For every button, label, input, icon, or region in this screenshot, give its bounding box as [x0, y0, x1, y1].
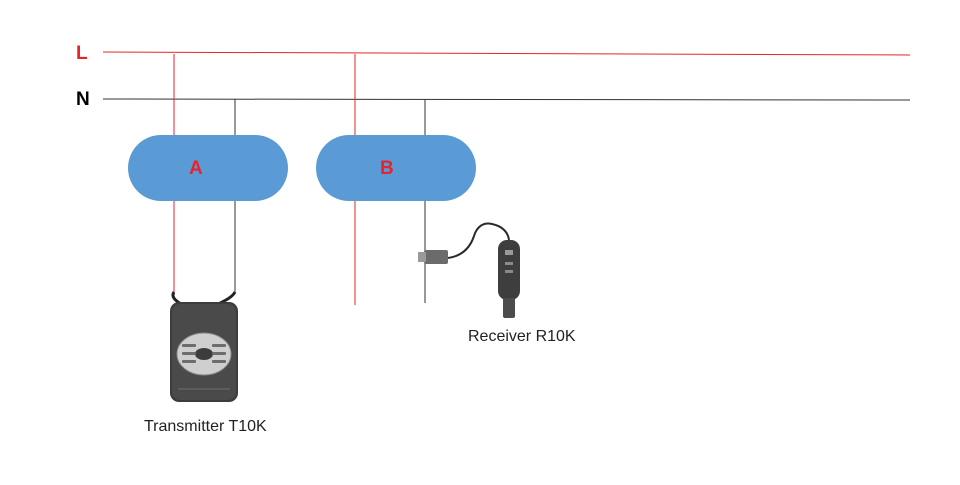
receiver-caption: Receiver R10K — [468, 328, 576, 345]
neutral-line-label: N — [76, 89, 90, 110]
live-line — [102, 51, 911, 56]
load-a-block — [128, 135, 288, 201]
transmitter-caption: Transmitter T10K — [144, 418, 267, 435]
load-b-label: B — [380, 158, 394, 179]
receiver-clamp-icon — [418, 222, 520, 318]
live-line-label: L — [76, 43, 88, 64]
load-b-block — [316, 135, 476, 201]
neutral-line — [102, 98, 911, 101]
transmitter-device-icon — [170, 291, 238, 402]
load-a-label: A — [189, 158, 203, 179]
